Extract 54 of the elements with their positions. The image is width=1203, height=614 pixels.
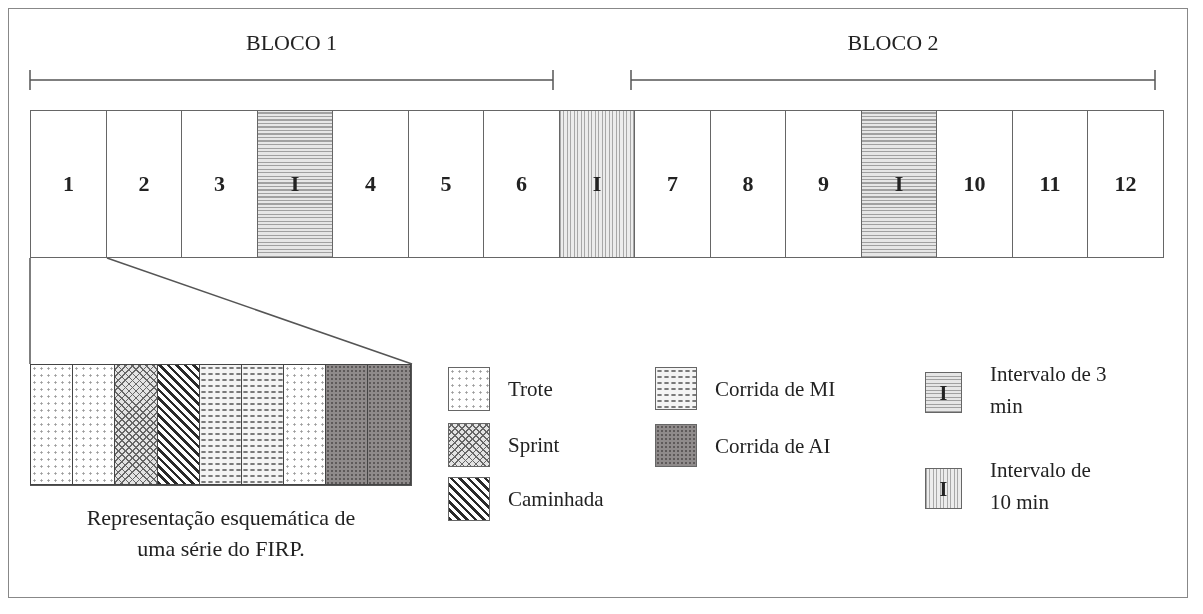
interval-cell	[256, 110, 334, 258]
zoom-line	[29, 257, 31, 365]
series-segment	[240, 364, 285, 485]
series-caption: Representação esquemática de uma série do FIRP.	[85, 504, 357, 563]
interval-mark: I	[290, 173, 300, 195]
legend-label: Corrida de MI	[715, 376, 836, 402]
legend-label: Intervalo de 3 min	[990, 361, 1108, 420]
legend-label: Sprint	[508, 432, 560, 458]
session-number: 4	[365, 173, 376, 195]
interval-mark: I	[894, 173, 904, 195]
session-number: 5	[440, 173, 452, 195]
session-cell	[483, 110, 560, 258]
session-cell	[407, 110, 485, 258]
session-number: 6	[516, 173, 527, 195]
session-number: 3	[214, 173, 225, 195]
session-cell	[1011, 110, 1089, 258]
session-cell	[105, 110, 183, 258]
series-segment	[282, 364, 327, 485]
session-cell	[1087, 110, 1164, 258]
session-number: 10	[963, 173, 986, 195]
series-segment	[156, 364, 201, 485]
session-number: 11	[1039, 173, 1061, 195]
session-cell	[30, 110, 107, 258]
session-cell	[936, 110, 1013, 258]
series-segment	[198, 364, 243, 485]
series-strip	[30, 364, 412, 486]
interval-cell	[558, 110, 636, 258]
series-segment	[30, 364, 74, 485]
legend-label: Corrida de AI	[715, 433, 831, 459]
series-segment	[325, 364, 369, 485]
legend-label: Trote	[508, 376, 553, 402]
series-segment	[367, 364, 411, 485]
session-cell	[332, 110, 409, 258]
interval-mark: I	[939, 478, 948, 499]
legend-label: Caminhada	[508, 486, 604, 512]
session-number: 1	[63, 173, 74, 195]
session-cell	[709, 110, 787, 258]
interval-mark: I	[939, 382, 948, 403]
session-number: 9	[818, 173, 829, 195]
session-cell	[181, 110, 258, 258]
zoom-line	[106, 257, 413, 365]
series-segment	[72, 364, 116, 485]
series-segment	[114, 364, 159, 485]
session-number: 12	[1114, 173, 1137, 195]
session-cell	[634, 110, 711, 258]
block-label: BLOCO 2	[846, 30, 940, 56]
session-number: 2	[138, 173, 150, 195]
session-number: 7	[667, 173, 678, 195]
interval-cell	[860, 110, 938, 258]
interval-mark: I	[592, 173, 602, 195]
block-label: BLOCO 1	[244, 30, 339, 56]
legend-label: Intervalo de 10 min	[990, 457, 1092, 516]
session-number: 8	[742, 173, 754, 195]
session-cell	[785, 110, 862, 258]
